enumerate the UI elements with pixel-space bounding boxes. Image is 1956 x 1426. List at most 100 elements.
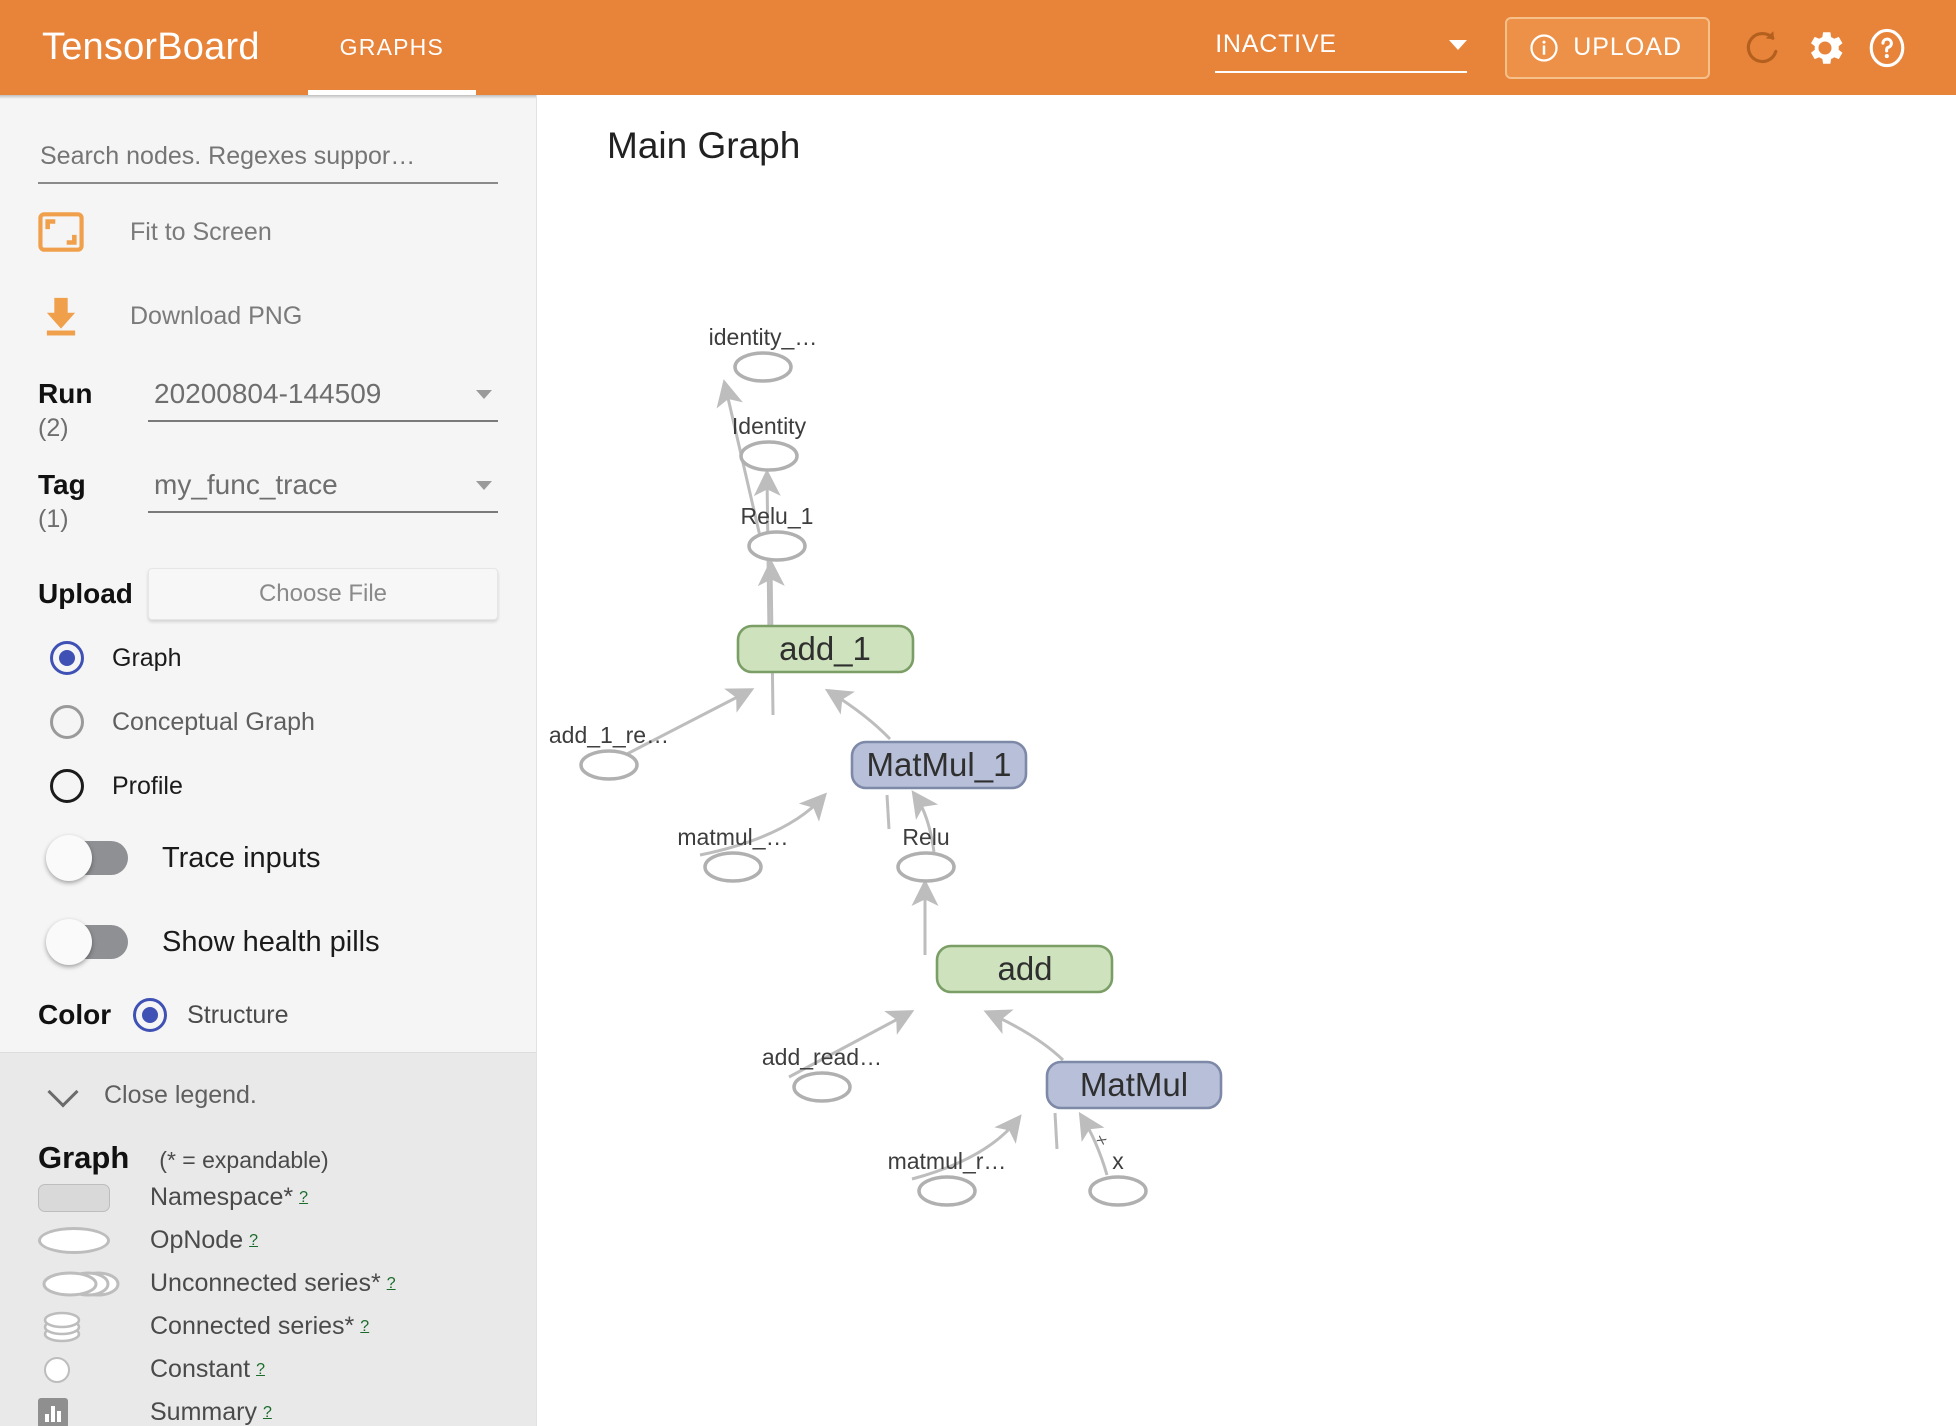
node-label: matmul_r…	[888, 1148, 1007, 1174]
node-label: add_1	[779, 630, 871, 667]
info-icon	[1530, 33, 1558, 62]
node-add-1[interactable]: add_1	[736, 624, 915, 674]
node-add[interactable]: add	[935, 944, 1114, 994]
radio-graph[interactable]: Graph	[38, 632, 498, 684]
radio-profile-indicator[interactable]	[50, 769, 84, 803]
edge-add1read-to-add1	[624, 688, 755, 757]
upload-button-label: UPLOAD	[1573, 33, 1682, 61]
help-link[interactable]: ?	[386, 1274, 396, 1292]
node-label: add_1_re…	[549, 722, 669, 748]
settings-button[interactable]	[1794, 17, 1856, 79]
download-png-row[interactable]: Download PNG	[38, 280, 498, 352]
node-label: add_read…	[762, 1044, 882, 1070]
chevron-down-icon	[47, 1075, 79, 1108]
radio-profile-label: Profile	[112, 771, 183, 800]
radio-conceptual-graph[interactable]: Conceptual Graph	[38, 696, 498, 748]
tag-value: my_func_trace	[154, 469, 338, 500]
graph-svg[interactable]: identity_… Identity Relu_1 add_1_re… mat…	[537, 95, 1956, 1426]
node-add-read[interactable]	[792, 1071, 852, 1103]
graph-canvas[interactable]: Main Graph	[537, 95, 1956, 1426]
node-matmul-1[interactable]: MatMul_1	[850, 740, 1028, 790]
help-button[interactable]	[1856, 17, 1918, 79]
node-matmul-1-read[interactable]	[703, 851, 763, 883]
constant-swatch-icon	[38, 1356, 150, 1383]
node-matmul-read[interactable]	[917, 1175, 977, 1207]
node-x[interactable]	[1088, 1175, 1148, 1207]
refresh-button[interactable]	[1732, 17, 1794, 79]
page-title: Main Graph	[607, 125, 801, 166]
graph-box-nodes[interactable]: add_1 MatMul_1 add MatMul	[736, 624, 1223, 1110]
radio-profile[interactable]: Profile	[38, 760, 498, 812]
edge-addread-to-add	[788, 1010, 915, 1079]
legend-item-constant: Constant ?	[38, 1348, 498, 1391]
close-legend-label: Close legend.	[104, 1081, 257, 1109]
choose-file-button[interactable]: Choose File	[148, 568, 498, 620]
edge-matmul-to-add	[983, 1009, 1065, 1062]
chevron-down-icon	[476, 389, 492, 399]
node-add-1-read[interactable]	[579, 749, 639, 781]
fit-to-screen-row[interactable]: Fit to Screen	[38, 196, 498, 268]
help-link[interactable]: ?	[262, 1403, 272, 1421]
tab-graphs[interactable]: GRAPHS	[307, 0, 477, 95]
run-label-group: Run (2)	[38, 378, 148, 443]
tag-select[interactable]: my_func_trace	[148, 469, 498, 513]
search-input[interactable]	[38, 141, 498, 172]
radio-conceptual-graph-indicator[interactable]	[50, 705, 84, 739]
run-select[interactable]: 20200804-144509	[148, 378, 498, 422]
top-app-bar: TensorBoard GRAPHS INACTIVE UPLOAD	[0, 0, 1956, 95]
node-relu-1[interactable]	[747, 530, 807, 562]
help-link[interactable]: ?	[249, 1231, 259, 1249]
edge-x-to-matmul	[1078, 1111, 1109, 1176]
edge-matmul1read-to-matmul1	[699, 792, 828, 857]
legend-item-connected-series: Connected series* ?	[38, 1305, 498, 1348]
legend-panel: Close legend. Graph (* = expandable) Nam…	[0, 1052, 536, 1426]
run-state-dropdown[interactable]: INACTIVE	[1215, 30, 1468, 73]
graph-op-nodes[interactable]: identity_… Identity Relu_1 add_1_re… mat…	[549, 324, 1148, 1207]
node-label: matmul_…	[677, 824, 788, 850]
node-identity[interactable]	[739, 440, 799, 472]
radio-graph-label: Graph	[112, 643, 182, 672]
upload-field: Upload Choose File	[38, 568, 498, 620]
refresh-icon	[1746, 30, 1778, 63]
legend-item-label: Namespace*	[150, 1183, 294, 1211]
switch-knob	[46, 835, 92, 881]
show-health-pills-label: Show health pills	[162, 925, 380, 958]
node-relu[interactable]	[896, 851, 956, 883]
search-nodes-field[interactable]	[38, 141, 498, 184]
help-link[interactable]: ?	[299, 1188, 309, 1206]
close-legend-button[interactable]: Close legend.	[38, 1075, 498, 1110]
nav-tabs: GRAPHS	[307, 0, 477, 95]
node-label: add	[997, 950, 1052, 987]
legend-item-label: Constant	[150, 1355, 251, 1383]
help-link[interactable]: ?	[256, 1360, 265, 1378]
radio-structure-label: Structure	[187, 1000, 289, 1029]
help-link[interactable]: ?	[360, 1317, 370, 1335]
unconnected-series-swatch-icon	[38, 1267, 150, 1301]
radio-graph-indicator[interactable]	[50, 641, 84, 675]
summary-swatch-icon	[38, 1397, 150, 1426]
edge-matmulread-to-matmul	[911, 1114, 1022, 1181]
upload-button[interactable]: UPLOAD	[1505, 16, 1710, 79]
edge-matmul1-top	[885, 794, 891, 830]
toggle-show-health-pills[interactable]: Show health pills	[38, 904, 498, 980]
legend-title: Graph	[38, 1140, 130, 1175]
switch-knob	[46, 919, 92, 965]
legend-item-opnode: OpNode ?	[38, 1219, 498, 1262]
node-identity-1[interactable]	[733, 351, 793, 383]
color-label: Color	[38, 999, 112, 1030]
show-health-pills-switch[interactable]	[46, 919, 128, 965]
trace-inputs-switch[interactable]	[46, 835, 128, 881]
fit-to-screen-label: Fit to Screen	[130, 217, 272, 246]
radio-structure-indicator[interactable]	[133, 998, 168, 1032]
run-count: (2)	[38, 414, 69, 442]
color-field: Color Structure	[38, 998, 498, 1052]
run-field: Run (2) 20200804-144509	[38, 378, 498, 443]
node-label: MatMul	[1080, 1066, 1188, 1103]
connected-series-swatch-icon	[38, 1309, 150, 1345]
node-matmul[interactable]: MatMul	[1045, 1060, 1223, 1110]
toggle-trace-inputs[interactable]: Trace inputs	[38, 820, 498, 896]
trace-inputs-label: Trace inputs	[162, 841, 321, 874]
legend-item-summary: Summary ?	[38, 1391, 498, 1426]
sidebar: Fit to Screen Download PNG Run (2)	[0, 95, 537, 1426]
legend-item-namespace: Namespace* ?	[38, 1176, 498, 1219]
